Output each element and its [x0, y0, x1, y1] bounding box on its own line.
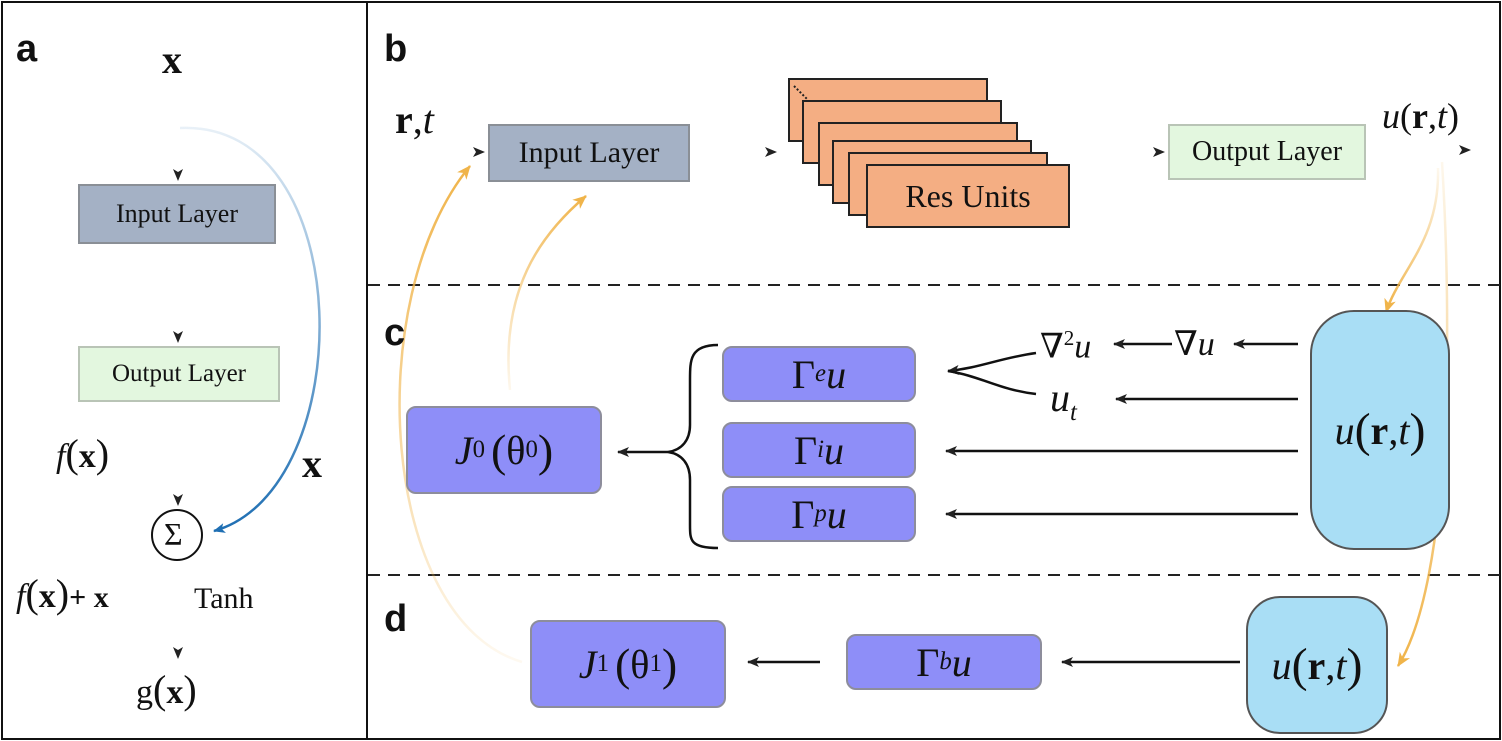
b-r-symbol: r: [395, 97, 413, 142]
panel-label-a: a: [16, 28, 38, 70]
b-u-symbol: u: [1382, 96, 1400, 136]
b-input-layer: Input Layer: [488, 124, 690, 182]
res-unit-6: Res Units: [866, 164, 1070, 228]
d-field-box: u(r,t): [1246, 596, 1388, 734]
d-field-u: u: [1271, 642, 1292, 688]
c-lap-u: u: [1074, 328, 1092, 366]
b-output-layer-label: Output Layer: [1191, 136, 1343, 167]
b-t-symbol: t: [422, 97, 434, 142]
gamma-p-u: u: [826, 491, 847, 537]
gamma-i-u: u: [824, 427, 844, 473]
arrow-c-lap-to-gamma-e: [947, 351, 1037, 375]
c-sq: 2: [1063, 326, 1075, 350]
a-plus-x: + x: [69, 581, 109, 614]
gamma-p-sub: p: [814, 500, 827, 527]
gamma-i-gamma: Γ: [793, 427, 818, 473]
b-output-u-label: u(r,t): [1382, 96, 1459, 136]
d-field-t: t: [1335, 642, 1347, 688]
a-sum-symbol: Σ: [164, 516, 183, 552]
gamma-b-gamma: Γ: [916, 639, 940, 685]
panel-label-b: b: [384, 28, 408, 70]
gamma-e-gamma: Γ: [791, 351, 816, 397]
gamma-b-sub: b: [939, 648, 952, 675]
panel-label-c: c: [384, 312, 406, 354]
sum-node: [151, 509, 203, 561]
gamma-e-sub: e: [815, 360, 827, 387]
c-ut-u: u: [1050, 375, 1070, 420]
feedback-arrow-output-to-c: [1384, 167, 1440, 313]
J0-J: J: [454, 427, 473, 473]
c-field-r: r: [1370, 407, 1389, 453]
a-fx2-x: x: [38, 578, 56, 615]
b-t-out: t: [1436, 96, 1447, 136]
gamma-b-u: u: [951, 639, 972, 685]
a-gx-label: g(x): [136, 667, 197, 712]
a-g-symbol: g: [136, 674, 153, 711]
c-gradient-label: ∇u: [1174, 326, 1215, 363]
J1-theta-sub: 1: [649, 650, 662, 677]
c-nabla2: ∇: [1040, 328, 1064, 366]
a-f-symbol-2: f: [16, 578, 26, 615]
b-output-layer: Output Layer: [1168, 124, 1366, 180]
a-fx-label: f(x): [56, 431, 110, 476]
arrow-c-ut-to-gamma-e: [947, 369, 1037, 396]
J0-sub: 0: [472, 436, 485, 463]
b-input-rt-label: r,t: [395, 97, 434, 142]
a-output-layer-label: Output Layer: [112, 360, 246, 387]
c-ut-sub: t: [1070, 399, 1077, 426]
a-gx-x: x: [166, 674, 184, 711]
J1-J: J: [578, 641, 597, 687]
c-laplacian-label: ∇2u: [1040, 326, 1092, 366]
a-output-layer: Output Layer: [78, 346, 280, 402]
a-tanh-label: Tanh: [194, 582, 254, 615]
gamma-i-sub: i: [817, 436, 824, 463]
c-field-box: u(r,t): [1310, 310, 1450, 550]
a-fx-plus-x-label: f(x)+ x: [16, 571, 109, 616]
brace: [667, 343, 719, 550]
b-r-out: r: [1412, 96, 1428, 136]
panel-bcd-frame: [366, 1, 1501, 740]
a-f-symbol: f: [56, 438, 66, 475]
panel-label-d: d: [384, 598, 408, 640]
a-input-layer-label: Input Layer: [115, 199, 238, 228]
a-input-x: x: [162, 37, 182, 82]
J0-theta: θ: [506, 427, 526, 473]
c-field-u: u: [1334, 407, 1355, 453]
J1-sub: 1: [596, 650, 609, 677]
gamma-e-u: u: [826, 351, 847, 397]
a-input-layer: Input Layer: [78, 184, 276, 244]
feedback-arrow-J1-to-input: [398, 165, 523, 664]
b-input-layer-label: Input Layer: [518, 136, 660, 169]
a-skip-x-label: x: [302, 441, 322, 486]
d-field-r: r: [1307, 642, 1326, 688]
c-field-t: t: [1398, 407, 1410, 453]
gamma-p-gamma: Γ: [791, 491, 815, 537]
skip-connection-arrow: [179, 126, 321, 533]
c-ut-label: ut: [1050, 378, 1077, 426]
J0-theta-sub: 0: [525, 436, 538, 463]
res-dots: [793, 85, 809, 101]
a-fx-x: x: [78, 438, 96, 475]
feedback-arrow-J0-to-input: [507, 195, 587, 391]
res-units-label: Res Units: [905, 177, 1031, 214]
J1-theta: θ: [630, 641, 650, 687]
